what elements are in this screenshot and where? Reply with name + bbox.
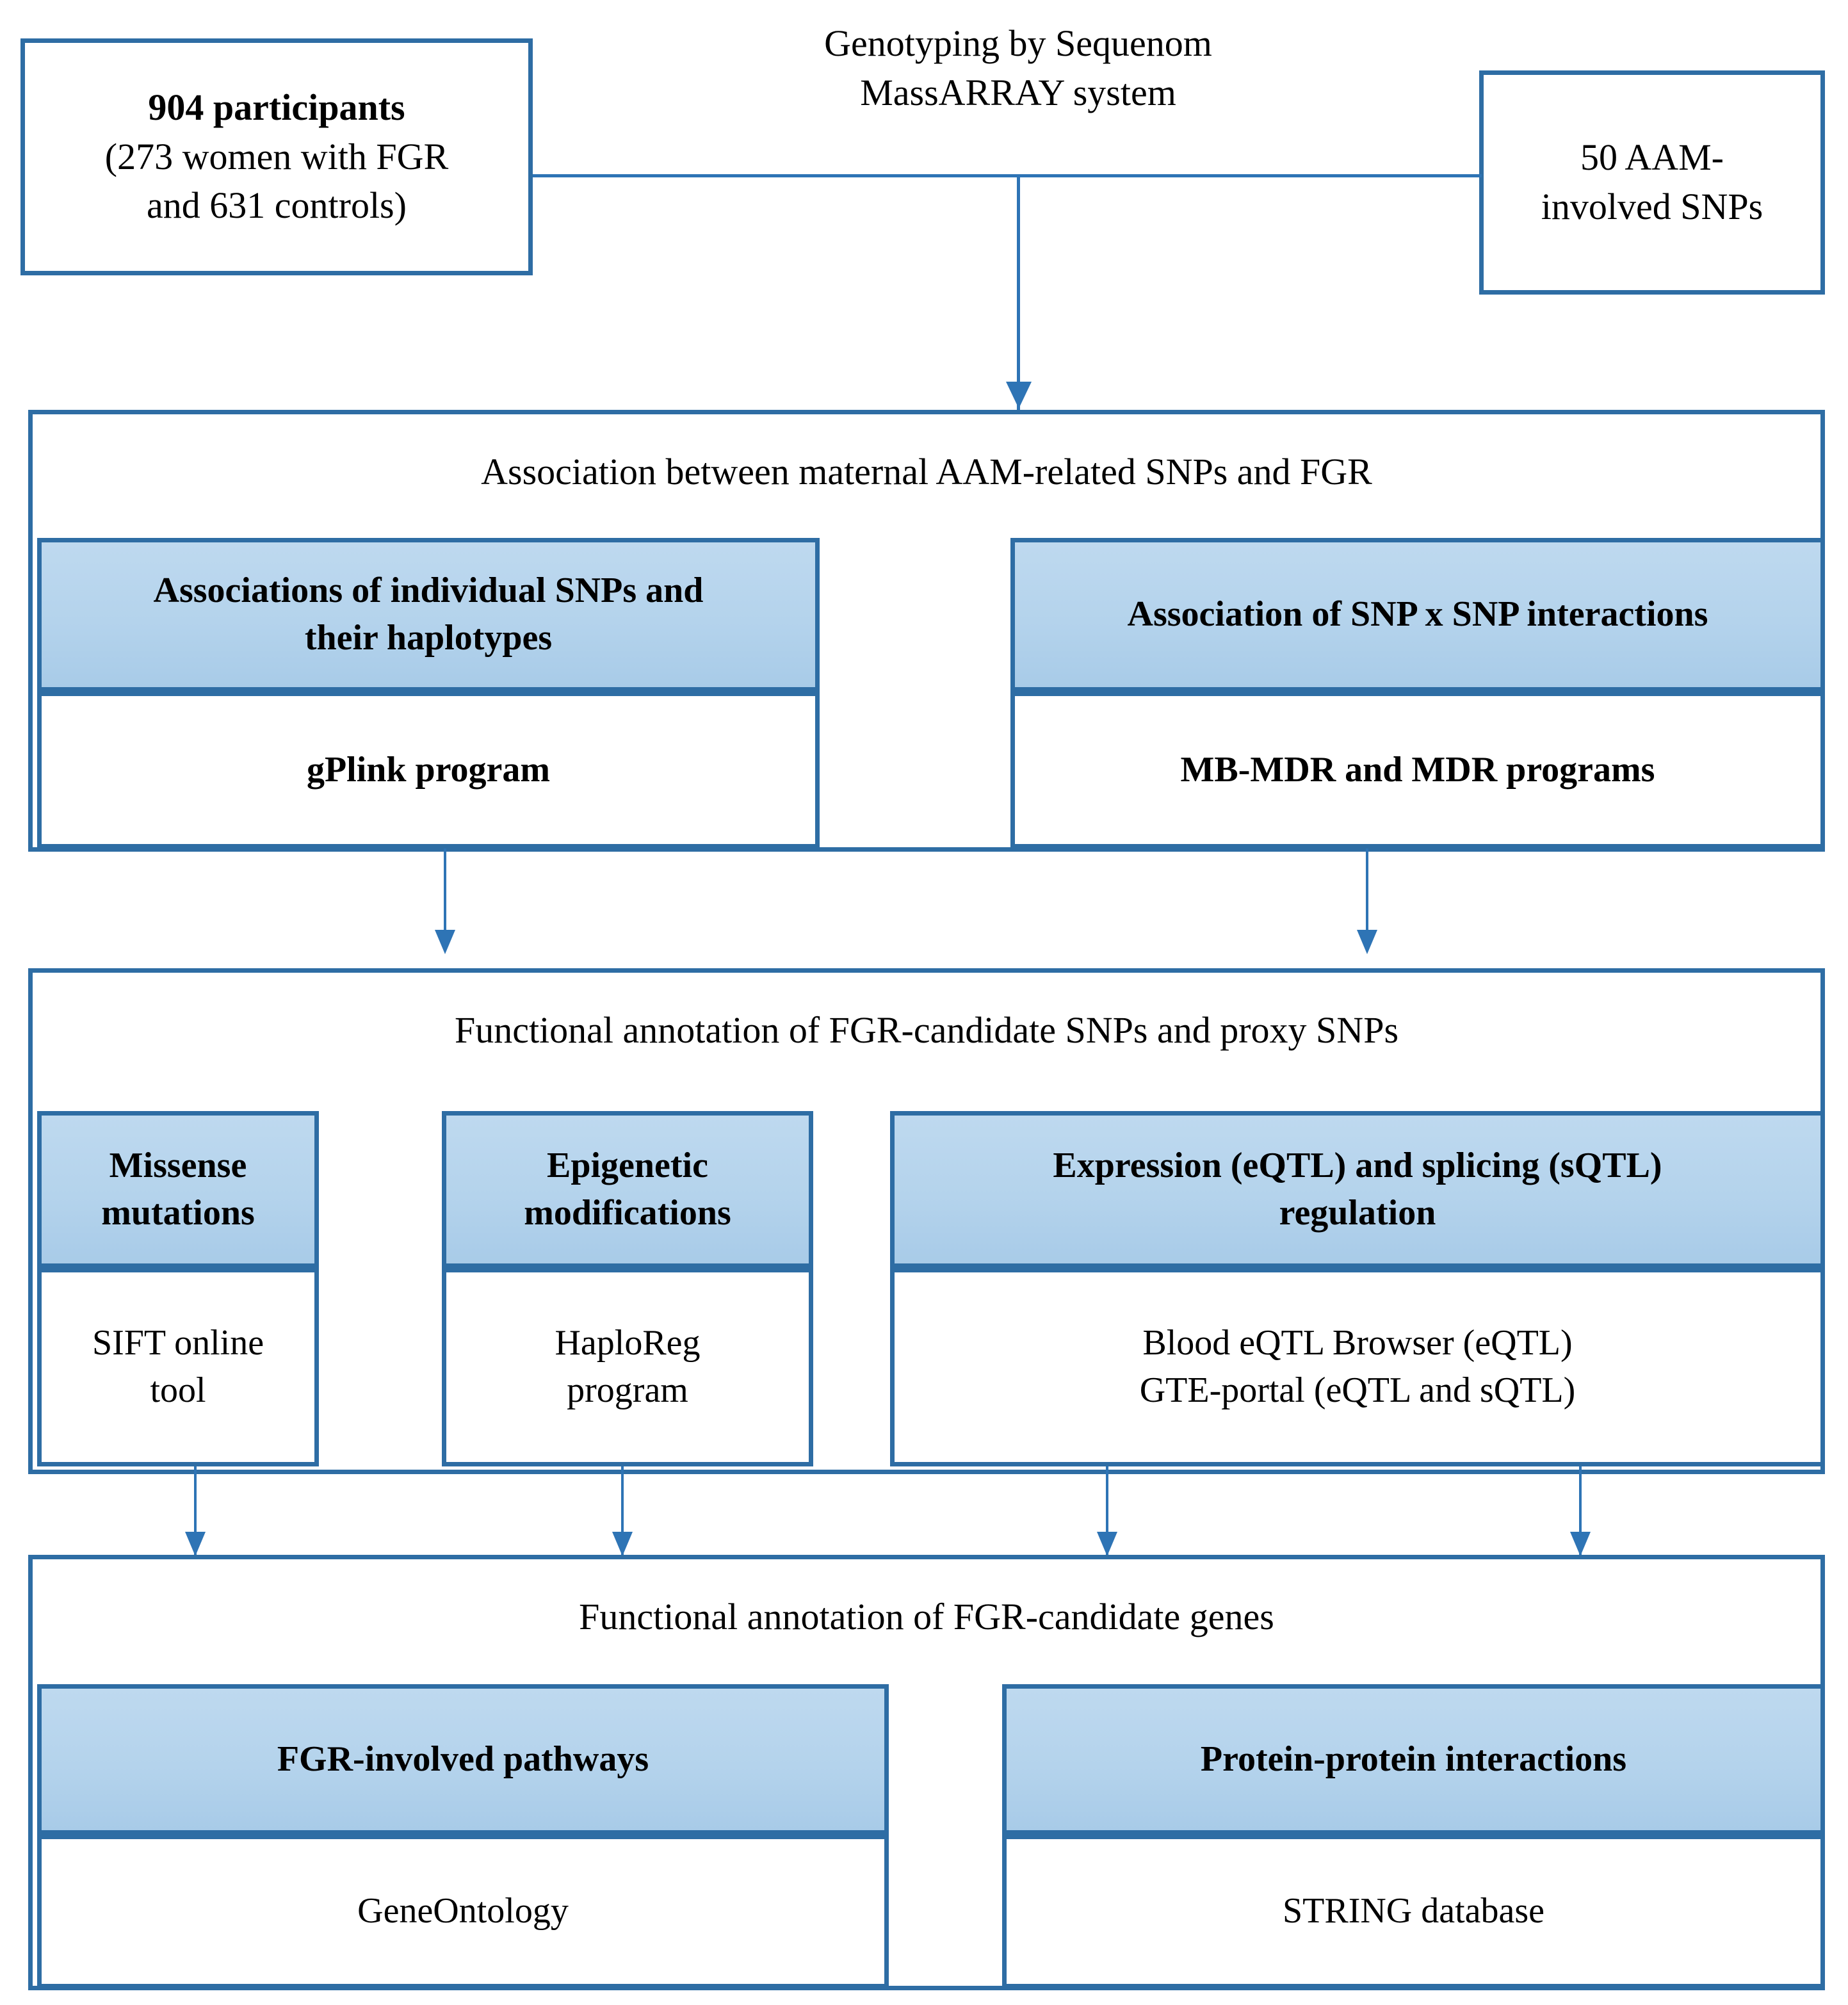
tier4-branch-0-title: FGR-involved pathways (37, 1684, 889, 1835)
tier2-branch-1-tool: MB-MDR and MDR programs (1010, 692, 1825, 848)
genotyping-caption: Genotyping by Sequenom MassARRAY system (698, 19, 1338, 117)
participants-line-1: 904 participants (148, 86, 405, 129)
participants-box: 904 participants (273 women with FGR and… (20, 38, 533, 275)
connector-tier2-left-line (444, 848, 446, 938)
connector-tier1-arrowhead (1006, 382, 1032, 409)
tier3-branch-2-tool-line-2: GTE-portal (eQTL and sQTL) (1139, 1370, 1576, 1410)
connector-tier2-right-arrowhead (1357, 930, 1377, 954)
connector-tier1-horizontal (533, 174, 1482, 177)
tier3-branch-1-tool-line-2: program (567, 1370, 688, 1410)
genotyping-caption-line-2: MassARRAY system (860, 71, 1176, 113)
tier2-branch-1-title-line-1: Association of SNP x SNP interactions (1127, 594, 1708, 635)
tier3-branch-0-title-line-2: mutations (101, 1192, 255, 1233)
connector-tier3-arrow-1-line (621, 1466, 624, 1556)
tier3-branch-1-title: Epigenetic modifications (442, 1111, 813, 1268)
tier2-branch-1-title: Association of SNP x SNP interactions (1010, 538, 1825, 692)
tier3-header: Functional annotation of FGR-candidate S… (454, 1009, 1399, 1051)
tier3-branch-2-title-line-2: regulation (1279, 1192, 1436, 1233)
tier4-branch-0-tool-label: GeneOntology (357, 1891, 569, 1931)
tier3-branch-1-title-line-2: modifications (524, 1192, 731, 1233)
tier2-branch-0-title: Associations of individual SNPs and thei… (37, 538, 820, 692)
connector-tier3-arrow-2-line (1106, 1466, 1108, 1556)
participants-line-3: and 631 controls) (147, 184, 407, 227)
aam-snps-box: 50 AAM- involved SNPs (1479, 70, 1825, 295)
connector-tier3-arrow-0-line (194, 1466, 197, 1556)
genotyping-caption-line-1: Genotyping by Sequenom (824, 22, 1212, 64)
connector-tier3-arrow-1-arrowhead (612, 1532, 633, 1556)
tier3-branch-1-tool: HaploReg program (442, 1268, 813, 1466)
tier3-branch-0-tool-line-1: SIFT online (92, 1323, 264, 1363)
participants-line-2: (273 women with FGR (104, 135, 449, 177)
tier4-branch-0-tool: GeneOntology (37, 1835, 889, 1988)
tier2-branch-0-title-line-2: their haplotypes (304, 618, 553, 658)
tier3-branch-0-tool-line-2: tool (150, 1370, 206, 1410)
tier2-branch-0-title-line-1: Associations of individual SNPs and (153, 571, 704, 611)
connector-tier2-left-arrowhead (435, 930, 455, 954)
tier3-branch-1-title-line-1: Epigenetic (547, 1145, 708, 1185)
connector-tier3-arrow-3-arrowhead (1570, 1532, 1591, 1556)
aam-snps-line-1: 50 AAM- (1580, 136, 1724, 179)
connector-tier3-arrow-0-arrowhead (185, 1532, 206, 1556)
tier4-branch-1-tool-label: STRING database (1282, 1891, 1544, 1931)
tier4-branch-1-tool: STRING database (1002, 1835, 1825, 1988)
tier3-branch-0-title-line-1: Missense (109, 1145, 247, 1185)
tier3-branch-1-tool-line-1: HaploReg (555, 1323, 701, 1363)
tier2-header: Association between maternal AAM-related… (481, 451, 1372, 492)
connector-tier1-vertical (1017, 174, 1020, 411)
tier4-branch-1-title: Protein-protein interactions (1002, 1684, 1825, 1835)
tier3-branch-2-title: Expression (eQTL) and splicing (sQTL) re… (890, 1111, 1825, 1268)
connector-tier2-right-line (1366, 848, 1368, 938)
tier3-branch-0-tool: SIFT online tool (37, 1268, 319, 1466)
tier3-branch-0-title: Missense mutations (37, 1111, 319, 1268)
tier2-branch-1-tool-label: MB-MDR and MDR programs (1180, 749, 1655, 790)
tier3-branch-2-tool-line-1: Blood eQTL Browser (eQTL) (1142, 1323, 1573, 1363)
tier3-branch-2-tool: Blood eQTL Browser (eQTL) GTE-portal (eQ… (890, 1268, 1825, 1466)
tier4-branch-1-title-label: Protein-protein interactions (1200, 1739, 1627, 1779)
aam-snps-line-2: involved SNPs (1541, 186, 1763, 227)
tier4-branch-0-title-label: FGR-involved pathways (277, 1739, 649, 1779)
tier2-branch-0-tool-label: gPlink program (306, 749, 551, 790)
tier4-header: Functional annotation of FGR-candidate g… (579, 1596, 1274, 1637)
tier2-branch-0-tool: gPlink program (37, 692, 820, 848)
tier3-branch-2-title-line-1: Expression (eQTL) and splicing (sQTL) (1053, 1145, 1662, 1185)
connector-tier3-arrow-2-arrowhead (1097, 1532, 1117, 1556)
connector-tier3-arrow-3-line (1579, 1466, 1582, 1556)
